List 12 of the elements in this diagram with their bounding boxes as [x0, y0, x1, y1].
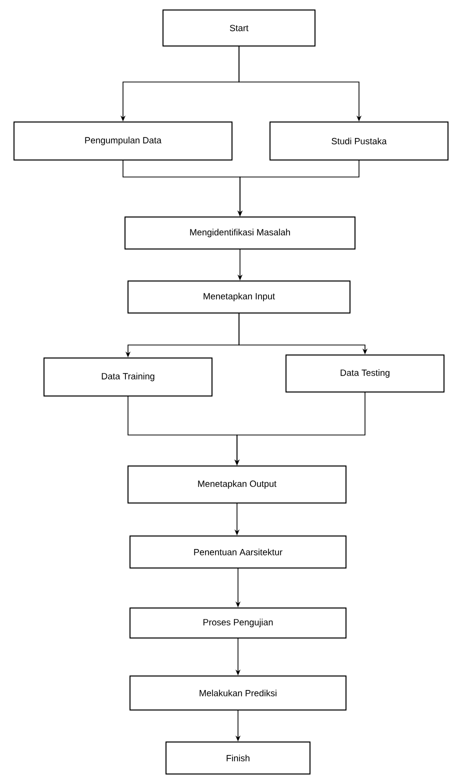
process-box: Mengidentifikasi Masalah [124, 216, 356, 250]
process-box: Proses Pengujian [130, 608, 346, 638]
process-box: Data Training [44, 358, 212, 396]
process-box: Data Testing [286, 354, 444, 392]
process-box: Start [162, 10, 316, 46]
process-box: Menetapkan Input [128, 280, 350, 314]
process-box: Studi Pustaka [270, 122, 448, 160]
process-box: Menetapkan Output [128, 466, 346, 504]
process-box: Penentuan Aarsitektur [130, 536, 346, 568]
process-box: Pengumpulan Data [14, 122, 232, 160]
process-box: Melakukan Prediksi [130, 676, 346, 710]
process-box: Finish [166, 742, 310, 774]
